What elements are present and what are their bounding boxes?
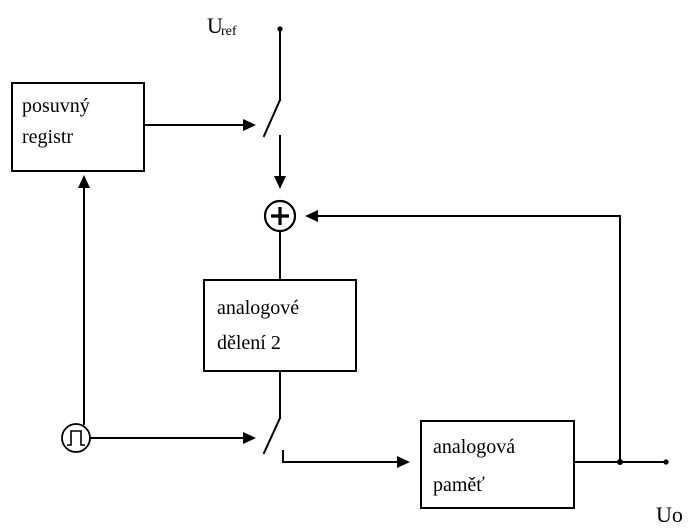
summing-junction: [263, 199, 297, 233]
memory-label-line2: paměť: [433, 474, 485, 496]
analog-divider-block: analogové dělení 2: [203, 279, 357, 372]
switch-to-memory-arrow: [282, 456, 410, 468]
feedback-junction-dot: [617, 459, 623, 465]
feedback-path: [305, 210, 621, 463]
divider-label-line2: dělení 2: [217, 332, 281, 354]
uref-label-main: U: [207, 13, 223, 38]
clock-to-switch-arrow: [89, 432, 256, 444]
shift-register-box: [11, 82, 145, 172]
reference-switch-blade: [262, 98, 282, 138]
pulse-generator-icon: [61, 423, 91, 453]
uref-label: U ref: [207, 13, 237, 39]
analog-divider-box: [203, 279, 357, 372]
output-label: Uo: [656, 502, 683, 527]
shift-register-label-line2: registr: [22, 126, 73, 148]
sample-switch: [262, 370, 284, 463]
memory-label-line1: analogová: [433, 436, 515, 458]
reference-switch: [262, 28, 282, 149]
analog-memory-box: [420, 420, 575, 509]
divider-label-line1: analogové: [217, 297, 299, 319]
feedback-arrowhead: [305, 210, 318, 222]
analog-memory-block: analogová paměť: [420, 420, 575, 509]
shift-register-block: posuvný registr: [11, 82, 145, 172]
pulse-waveform: [67, 430, 85, 446]
switch-to-summer-arrow: [274, 147, 286, 189]
output-terminal: [663, 459, 669, 465]
shift-register-label-line1: posuvný: [22, 95, 90, 117]
register-control-arrow: [143, 119, 256, 131]
sample-switch-blade: [262, 416, 282, 455]
uref-label-subscript: ref: [221, 24, 237, 39]
clock-to-register-arrow: [78, 175, 90, 425]
pulse-generator-circle: [61, 423, 91, 453]
